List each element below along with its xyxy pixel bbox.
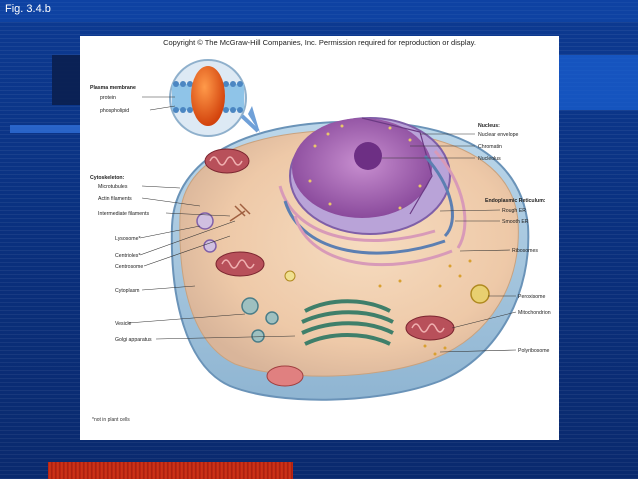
label-cytoskeleton: Cytoskeleton: bbox=[90, 175, 125, 181]
label-actin-filaments: Actin filaments bbox=[98, 196, 132, 202]
label-ribosomes: Ribosomes bbox=[512, 248, 538, 254]
label-cytoplasm: Cytoplasm bbox=[115, 288, 140, 294]
footnote: *not in plant cells bbox=[92, 417, 130, 423]
label-protein: protein bbox=[100, 95, 116, 101]
label-mitochondrion: Mitochondrion bbox=[518, 310, 551, 316]
background-band-right bbox=[559, 55, 638, 110]
label-microtubules: Microtubules bbox=[98, 184, 128, 190]
label-phospholipid: phospholipid bbox=[100, 108, 129, 114]
endoplasmic-reticulum bbox=[278, 149, 467, 267]
label-endoplasmic-reticulum: Endoplasmic Reticulum: bbox=[485, 198, 546, 204]
label-centrosome: Centrosome bbox=[115, 264, 143, 270]
label-nucleolus: Nucleolus bbox=[478, 156, 501, 162]
label-chromatin: Chromatin bbox=[478, 144, 502, 150]
vesicles bbox=[196, 212, 490, 387]
nucleolus bbox=[354, 142, 382, 170]
figure-label: Fig. 3.4.b bbox=[5, 3, 51, 15]
label-golgi: Golgi apparatus bbox=[115, 337, 152, 343]
copyright-notice: Copyright © The McGraw-Hill Companies, I… bbox=[163, 38, 476, 47]
golgi-apparatus bbox=[301, 299, 394, 346]
leader-lines-left bbox=[127, 96, 296, 340]
label-plasma-membrane: Plasma membrane bbox=[90, 85, 136, 91]
plasma-membrane-inset bbox=[169, 59, 260, 137]
label-nucleus: Nucleus: bbox=[478, 123, 500, 129]
diagram-panel: Copyright © The McGraw-Hill Companies, I… bbox=[80, 36, 559, 440]
centrosome bbox=[229, 203, 251, 222]
label-polyribosome: Polyribosome bbox=[518, 348, 550, 354]
label-rough-er: Rough ER bbox=[502, 208, 526, 214]
label-intermediate-filaments: Intermediate filaments bbox=[98, 211, 149, 217]
membrane-protein bbox=[191, 66, 225, 126]
mitochondria bbox=[204, 148, 455, 341]
left-labels: Plasma membrane protein phospholipid Cyt… bbox=[90, 85, 152, 343]
label-smooth-er: Smooth ER bbox=[502, 219, 529, 225]
ribosomes bbox=[378, 259, 472, 356]
animal-cell-diagram: Plasma membrane protein phospholipid Cyt… bbox=[90, 59, 551, 423]
background-band-left-light bbox=[10, 125, 80, 133]
label-nuclear-envelope: Nuclear envelope bbox=[478, 132, 518, 138]
label-vesicle: Vesicle bbox=[115, 321, 132, 327]
footer-red-bar bbox=[48, 462, 293, 479]
label-peroxisome: Peroxisome bbox=[518, 294, 546, 300]
leader-lines-right bbox=[382, 133, 517, 353]
background-band-top bbox=[0, 0, 638, 22]
background-band-left bbox=[52, 55, 80, 105]
nucleus bbox=[289, 117, 451, 235]
label-lysosome: Lysosome* bbox=[115, 236, 140, 242]
label-centrioles: Centrioles* bbox=[115, 253, 140, 259]
right-labels: Nucleus: Nuclear envelope Chromatin Nucl… bbox=[478, 123, 551, 354]
